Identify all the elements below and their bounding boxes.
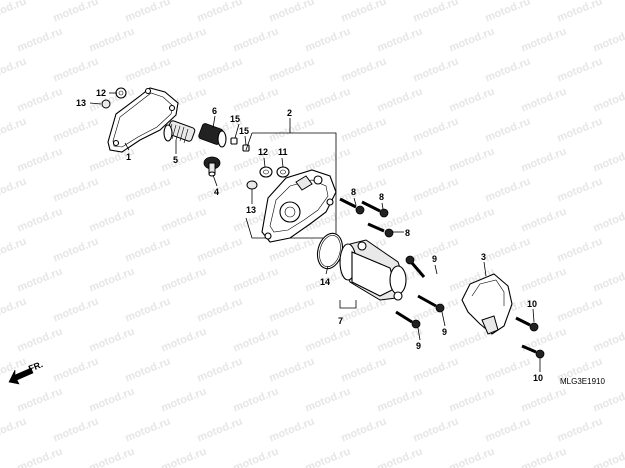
callout-5: 5 [173,155,178,165]
gasket-part-1[interactable] [107,87,179,153]
callout-8-b: 8 [379,192,384,202]
washer-part-13-upper[interactable] [101,99,111,109]
cover-part-3[interactable] [461,273,513,335]
bolt-part-9-c[interactable] [395,310,421,329]
callout-9-a: 9 [432,254,437,264]
bolt-part-10-a[interactable] [515,316,539,332]
callout-8-a: 8 [351,187,356,197]
callout-12-middle: 12 [258,147,268,157]
callout-13-middle: 13 [246,205,256,215]
bolt-part-8-a[interactable] [339,197,365,215]
gear-part-6[interactable] [198,123,227,148]
bolt-part-8-b[interactable] [361,200,389,218]
front-direction-arrow: FR. [8,359,44,385]
washer-part-13-middle[interactable] [246,180,258,190]
callout-2: 2 [287,108,292,118]
callout-11: 11 [278,147,288,157]
bolt-part-9-a[interactable] [405,255,426,278]
bolt-part-8-c[interactable] [367,222,394,238]
callout-12-upper: 12 [96,88,106,98]
gear-part-5[interactable] [163,120,196,144]
leader-lines [89,92,541,372]
assembly-bracket-7 [339,300,357,309]
callout-9-b: 9 [442,327,447,337]
motor-part-7[interactable] [339,239,407,301]
direction-label: FR. [27,359,44,374]
bolt-part-10-b[interactable] [521,344,545,359]
callout-6: 6 [212,106,217,116]
callout-3: 3 [481,252,486,262]
callout-10-b: 10 [533,373,543,383]
callout-14: 14 [320,277,330,287]
diagram-code: MLG3E1910 [560,377,605,386]
callout-15-a: 15 [230,114,240,124]
gear-case-part-2[interactable] [261,169,337,243]
callout-13-upper: 13 [76,98,86,108]
washer-part-12-middle[interactable] [259,166,273,178]
callout-9-c: 9 [416,341,421,351]
washer-part-12-upper[interactable] [115,87,127,99]
pin-part-15-b[interactable] [242,144,250,152]
callout-10-a: 10 [527,299,537,309]
callout-7: 7 [338,316,343,326]
callout-4: 4 [214,187,219,197]
gear-part-4[interactable] [203,156,221,177]
pin-part-15-a[interactable] [230,137,238,145]
callout-1: 1 [126,152,131,162]
arrow-left-icon [8,367,34,385]
washer-part-11[interactable] [276,166,290,178]
callout-8-c: 8 [405,228,410,238]
bolt-part-9-b[interactable] [417,294,445,313]
callout-15-b: 15 [239,126,249,136]
